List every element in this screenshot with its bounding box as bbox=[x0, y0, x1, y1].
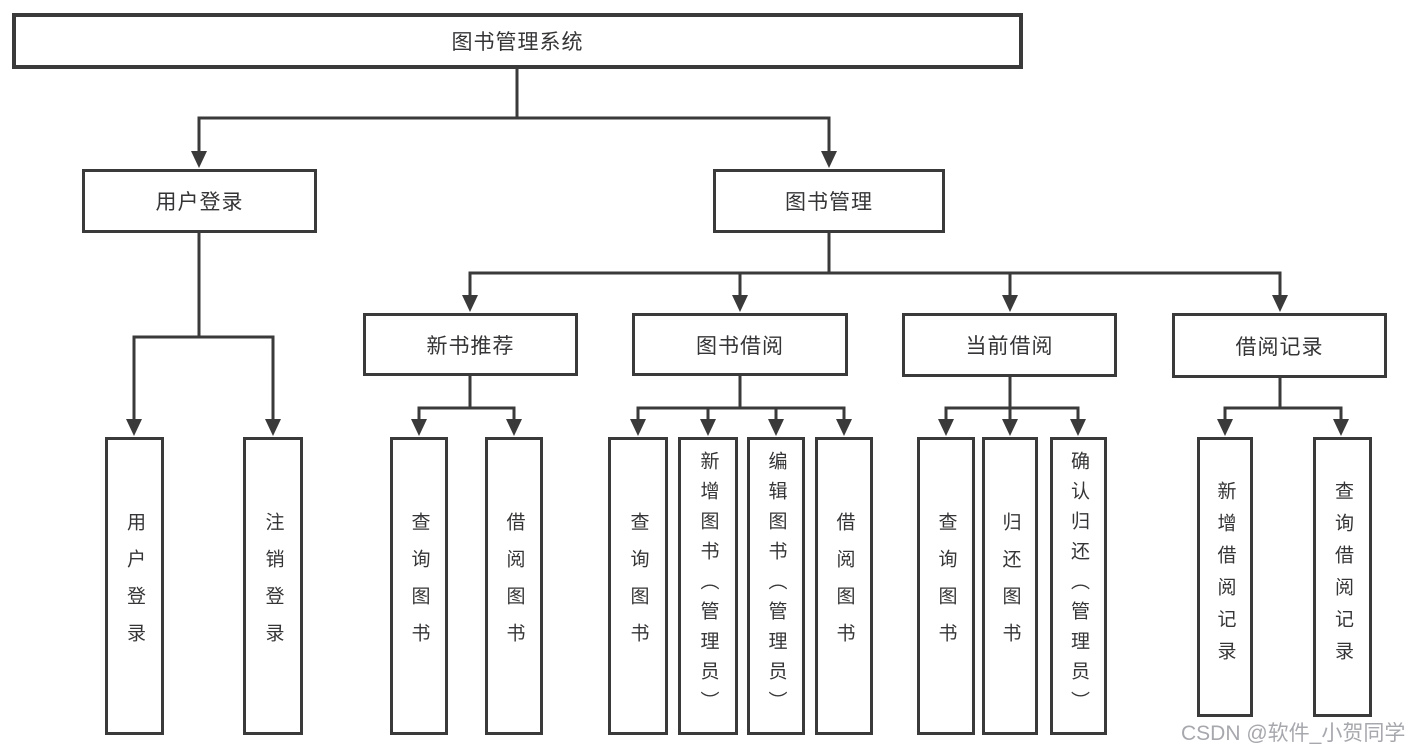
node-label: 用户登录 bbox=[155, 191, 244, 214]
node-current-borrow: 当前借阅 bbox=[902, 313, 1117, 377]
node-library-system: 图书管理系统 bbox=[12, 13, 1023, 69]
node-label: 注销登录 bbox=[262, 512, 284, 660]
node-borrow-record: 借阅记录 bbox=[1172, 313, 1387, 378]
leaf-confirm-return-admin: 确认归还（管理员） bbox=[1050, 437, 1107, 735]
leaf-add-book-admin: 新增图书（管理员） bbox=[678, 437, 738, 735]
arrowhead bbox=[126, 419, 142, 436]
node-label: 当前借阅 bbox=[965, 335, 1054, 358]
arrowhead bbox=[732, 295, 748, 312]
node-label: 用户登录 bbox=[124, 512, 145, 660]
leaf-query-book-recommend: 查询图书 bbox=[390, 437, 448, 735]
leaf-user-login: 用户登录 bbox=[105, 437, 164, 735]
node-label: 查询图书 bbox=[408, 512, 430, 660]
arrowhead bbox=[1217, 419, 1233, 436]
arrowhead bbox=[506, 419, 522, 436]
leaf-borrow-book: 借阅图书 bbox=[815, 437, 873, 735]
leaf-query-book: 查询图书 bbox=[608, 437, 668, 735]
node-new-book-recommend: 新书推荐 bbox=[363, 313, 578, 376]
arrowhead bbox=[411, 419, 427, 436]
node-book-borrow: 图书借阅 bbox=[632, 313, 848, 376]
arrowhead bbox=[1002, 419, 1018, 436]
node-label: 借阅记录 bbox=[1235, 335, 1324, 359]
arrowhead bbox=[265, 419, 281, 436]
leaf-logout: 注销登录 bbox=[243, 437, 303, 735]
node-label: 新增借阅记录 bbox=[1214, 481, 1236, 673]
arrowhead bbox=[630, 419, 646, 436]
leaf-borrow-book-recommend: 借阅图书 bbox=[485, 437, 543, 735]
arrowhead bbox=[836, 419, 852, 436]
node-label: 图书管理系统 bbox=[451, 31, 584, 54]
arrowhead bbox=[938, 419, 954, 436]
node-label: 图书借阅 bbox=[696, 334, 784, 358]
leaf-query-current-borrow: 查询图书 bbox=[917, 437, 975, 735]
node-label: 查询借阅记录 bbox=[1332, 481, 1353, 673]
csdn-watermark: CSDN @软件_小贺同学 bbox=[1181, 722, 1405, 745]
arrowhead bbox=[1272, 295, 1288, 312]
node-label: 查询图书 bbox=[627, 512, 649, 660]
arrowhead bbox=[700, 419, 716, 436]
node-label: 新增图书（管理员） bbox=[697, 451, 719, 721]
node-label: 新书推荐 bbox=[426, 334, 515, 358]
leaf-query-borrow-record: 查询借阅记录 bbox=[1313, 437, 1372, 717]
arrowhead bbox=[462, 295, 478, 312]
node-label: 借阅图书 bbox=[833, 512, 855, 660]
node-book-management: 图书管理 bbox=[713, 169, 945, 233]
node-label: 借阅图书 bbox=[503, 512, 525, 660]
leaf-add-borrow-record: 新增借阅记录 bbox=[1197, 437, 1253, 717]
arrowhead bbox=[1002, 295, 1018, 312]
node-label: 归还图书 bbox=[999, 512, 1021, 660]
node-label: 编辑图书（管理员） bbox=[765, 451, 787, 721]
arrowhead bbox=[821, 151, 837, 168]
arrowhead bbox=[1333, 419, 1349, 436]
leaf-return-book: 归还图书 bbox=[982, 437, 1038, 735]
node-label: 查询图书 bbox=[935, 512, 957, 660]
arrowhead bbox=[768, 419, 784, 436]
leaf-edit-book-admin: 编辑图书（管理员） bbox=[747, 437, 805, 735]
arrowhead bbox=[1070, 419, 1086, 436]
arrowhead bbox=[191, 151, 207, 168]
node-label: 确认归还（管理员） bbox=[1068, 451, 1089, 721]
node-label: 图书管理 bbox=[785, 191, 873, 214]
node-user-login: 用户登录 bbox=[82, 169, 317, 233]
